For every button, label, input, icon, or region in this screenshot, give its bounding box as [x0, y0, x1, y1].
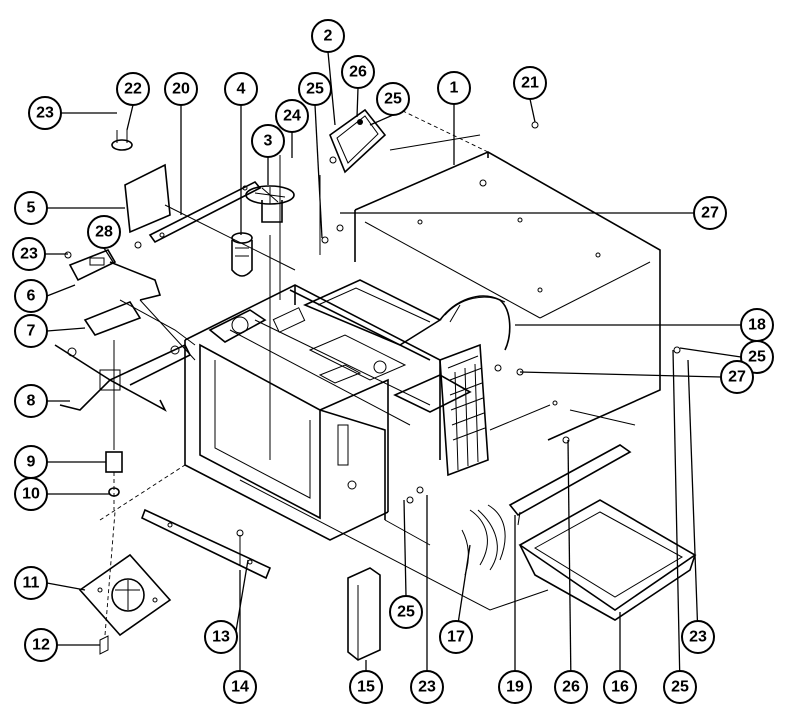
callout-label: 8 [27, 393, 36, 410]
callout-17: 17 [439, 620, 473, 654]
callout-4: 4 [224, 72, 258, 106]
callout-label: 20 [172, 81, 190, 98]
outer-cabinet [354, 99, 661, 441]
callout-18: 18 [740, 308, 774, 342]
part-12-connector [99, 511, 116, 655]
callout-label: 25 [306, 81, 324, 98]
callout-16: 16 [603, 670, 637, 704]
callout-10: 10 [14, 477, 48, 511]
callout-label: 21 [521, 75, 539, 92]
callout-label: 10 [22, 486, 40, 503]
callout-14: 14 [223, 670, 257, 704]
callout-21: 21 [513, 66, 547, 100]
callout-label: 6 [27, 288, 36, 305]
callout-label: 9 [27, 454, 36, 471]
part-11-motor-plate [78, 553, 172, 637]
callout-9: 9 [14, 445, 48, 479]
callout-26-bottom: 26 [554, 670, 588, 704]
callout-label: 28 [95, 224, 113, 241]
callout-6: 6 [14, 279, 48, 313]
screws [64, 121, 681, 504]
parts-drawing [54, 99, 697, 661]
part-8-support [54, 343, 192, 412]
callout-label: 25 [384, 91, 402, 108]
callout-label: 4 [237, 81, 246, 98]
part-20-bracket [148, 180, 262, 244]
callout-label: 17 [447, 629, 465, 646]
callout-26-top: 26 [341, 55, 375, 89]
callout-20: 20 [164, 72, 198, 106]
callout-22: 22 [116, 72, 150, 106]
part-22-fitting [111, 130, 133, 151]
callout-24: 24 [275, 99, 309, 133]
callout-27-top: 27 [693, 196, 727, 230]
callout-label: 13 [212, 629, 230, 646]
part-5-plate [124, 163, 171, 234]
callout-label: 16 [611, 679, 629, 696]
callout-23-top-left: 23 [28, 96, 62, 130]
part-16-tray [518, 499, 697, 621]
callout-25-top-right: 25 [376, 82, 410, 116]
callout-label: 23 [20, 246, 38, 263]
callout-28: 28 [87, 215, 121, 249]
oven-cavity [184, 279, 511, 541]
callout-label: 12 [32, 637, 50, 654]
part-15-block [347, 567, 381, 661]
callout-1: 1 [437, 71, 471, 105]
callout-label: 27 [701, 205, 719, 222]
part-6-bracket [68, 249, 162, 301]
callout-23-bottom: 23 [410, 670, 444, 704]
part-17-harness [461, 504, 506, 576]
callout-25-bottom-right: 25 [663, 670, 697, 704]
callout-25-top-left: 25 [298, 72, 332, 106]
callout-label: 2 [324, 28, 333, 45]
callout-label: 25 [397, 604, 415, 621]
callout-label: 26 [562, 679, 580, 696]
callout-13: 13 [204, 620, 238, 654]
leader-lines [39, 51, 742, 688]
part-7-bracket [83, 299, 196, 346]
callout-3: 3 [251, 124, 285, 158]
callout-5: 5 [14, 191, 48, 225]
callout-label: 24 [283, 108, 301, 125]
callout-8: 8 [14, 384, 48, 418]
callouts: 1 2 3 4 5 6 7 8 9 10 11 12 13 14 15 16 1… [12, 19, 774, 704]
callout-label: 22 [124, 81, 142, 98]
callout-27-right: 27 [720, 360, 754, 394]
part-13-rail [140, 508, 272, 580]
callout-label: 14 [231, 679, 249, 696]
callout-label: 23 [689, 629, 707, 646]
callout-23-right: 23 [681, 620, 715, 654]
callout-label: 19 [506, 679, 524, 696]
callout-label: 7 [27, 323, 36, 340]
callout-label: 11 [23, 575, 40, 592]
callout-label: 25 [671, 679, 689, 696]
part-14-screw [236, 529, 244, 565]
callout-label: 25 [748, 349, 766, 366]
callout-label: 1 [450, 80, 459, 97]
callout-label: 23 [418, 679, 436, 696]
callout-12: 12 [24, 628, 58, 662]
callout-11: 11 [14, 566, 48, 600]
callout-7: 7 [14, 314, 48, 348]
callout-label: 26 [349, 64, 367, 81]
callout-2: 2 [311, 19, 345, 53]
callout-label: 23 [36, 105, 54, 122]
part-9-coupler [105, 340, 123, 510]
assembly-lines [99, 134, 636, 611]
part-2-cover [329, 108, 387, 174]
callout-25-bottom-center: 25 [389, 595, 423, 629]
callout-label: 27 [728, 369, 746, 386]
part-19-rail [508, 444, 632, 526]
callout-23-left: 23 [12, 237, 46, 271]
callout-15: 15 [349, 670, 383, 704]
callout-label: 18 [748, 317, 766, 334]
callout-label: 15 [357, 679, 375, 696]
callout-19: 19 [498, 670, 532, 704]
callout-label: 5 [27, 200, 36, 217]
callout-label: 3 [264, 133, 273, 150]
